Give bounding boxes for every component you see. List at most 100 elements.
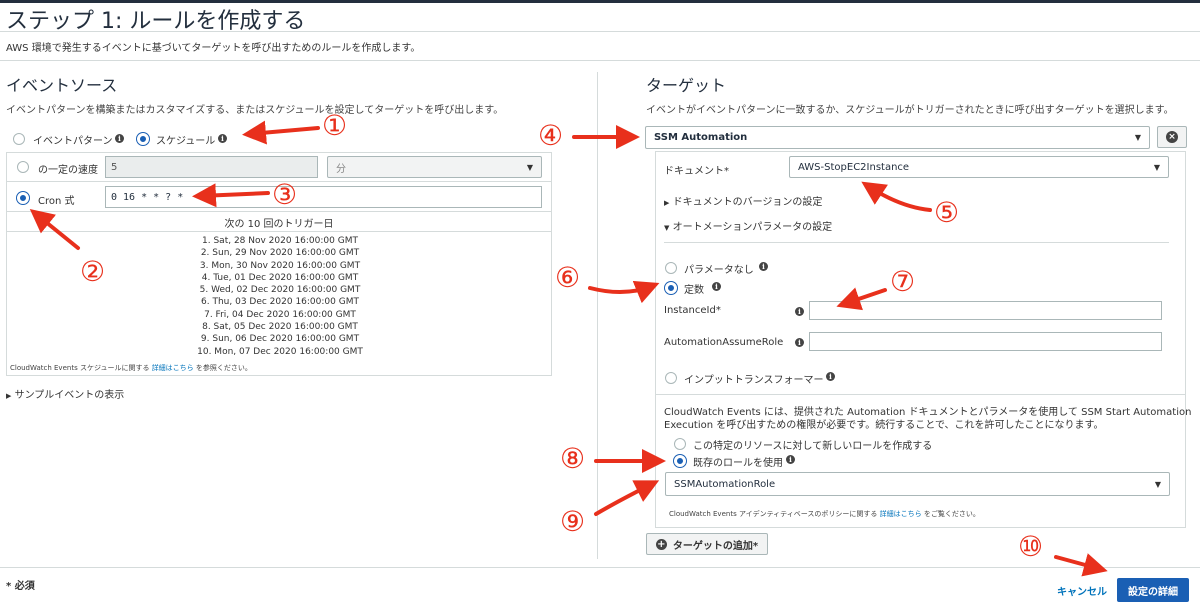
- annotation-number: ⑥: [555, 261, 581, 294]
- trigger-date: 3. Mon, 30 Nov 2020 16:00:00 GMT: [199, 260, 361, 271]
- trigger-date: 7. Fri, 04 Dec 2020 16:00:00 GMT: [204, 309, 356, 320]
- permission-text-line2: Execution を呼び出すための権限が必要です。続行することで、これを許可し…: [664, 420, 1104, 431]
- annotation-arrow: [588, 280, 660, 304]
- description-divider: [0, 60, 1200, 61]
- footer-divider: [0, 567, 1200, 568]
- event-pattern-radio[interactable]: [13, 133, 25, 145]
- learn-more-link[interactable]: 詳細はこちら: [151, 364, 194, 372]
- sample-events-label: サンプルイベントの表示: [14, 390, 125, 401]
- learn-more-link[interactable]: 詳細はこちら: [879, 510, 922, 518]
- fixed-rate-unit-value: 分: [336, 163, 346, 175]
- info-icon[interactable]: i: [115, 134, 124, 143]
- add-target-button[interactable]: + ターゲットの追加*: [646, 533, 768, 555]
- create-role-radio[interactable]: [674, 438, 686, 450]
- next-triggers-list: 1. Sat, 28 Nov 2020 16:00:00 GMT 2. Sun,…: [10, 235, 550, 358]
- existing-role-label: 既存のロールを使用: [693, 458, 783, 469]
- target-type-value: SSM Automation: [654, 132, 748, 143]
- annotation-number: ③: [272, 178, 298, 211]
- schedule-radio[interactable]: [137, 133, 149, 145]
- fixed-rate-input[interactable]: 5: [105, 156, 318, 178]
- assume-role-input[interactable]: [809, 332, 1162, 351]
- fixed-rate-unit-select[interactable]: 分 ▼: [327, 156, 542, 178]
- info-icon[interactable]: i: [795, 307, 804, 316]
- cancel-button[interactable]: キャンセル: [1057, 586, 1107, 598]
- schedule-divider: [7, 181, 551, 182]
- page-title: ステップ 1: ルールを作成する: [6, 9, 306, 34]
- existing-role-radio[interactable]: [674, 455, 686, 467]
- title-divider: [0, 31, 1200, 32]
- instance-id-label: InstanceId*: [664, 305, 721, 316]
- cron-label: Cron 式: [38, 196, 75, 207]
- configure-details-button[interactable]: 設定の詳細: [1117, 578, 1189, 602]
- create-role-label: この特定のリソースに対して新しいロールを作成する: [693, 441, 933, 452]
- next-triggers-heading: 次の 10 回のトリガー日: [224, 219, 334, 230]
- trigger-date: 1. Sat, 28 Nov 2020 16:00:00 GMT: [202, 236, 358, 246]
- remove-target-button[interactable]: ×: [1157, 126, 1187, 148]
- trigger-date: 8. Sat, 05 Dec 2020 16:00:00 GMT: [202, 322, 358, 333]
- plus-icon: +: [655, 538, 667, 550]
- event-source-description: イベントパターンを構築またはカスタマイズする、またはスケジュールを設定してターゲ…: [6, 105, 504, 116]
- input-transformer-radio[interactable]: [665, 372, 677, 384]
- annotation-number: ②: [80, 255, 106, 288]
- top-bar: [0, 0, 1200, 3]
- trigger-date: 9. Sun, 06 Dec 2020 16:00:00 GMT: [200, 334, 360, 345]
- caret-right-icon: ▶: [664, 199, 670, 207]
- trigger-date: 6. Thu, 03 Dec 2020 16:00:00 GMT: [201, 297, 359, 308]
- fixed-rate-radio[interactable]: [17, 161, 29, 173]
- assume-role-label: AutomationAssumeRole: [664, 337, 784, 348]
- triggers-divider: [7, 231, 551, 232]
- target-type-select[interactable]: SSM Automation ▼: [645, 126, 1150, 149]
- column-divider: [597, 72, 598, 559]
- document-value: AWS-StopEC2Instance: [798, 161, 910, 173]
- no-params-radio[interactable]: [665, 262, 677, 274]
- annotation-number: ⑧: [560, 442, 586, 475]
- cron-divider: [7, 211, 551, 212]
- trigger-date: 10. Mon, 07 Dec 2020 16:00:00 GMT: [197, 346, 363, 357]
- annotation-number: ⑨: [560, 505, 586, 538]
- chevron-down-icon: ▼: [1154, 479, 1161, 489]
- params-divider: [664, 242, 1169, 243]
- permission-text-line1: CloudWatch Events には、提供された Automation ドキ…: [664, 407, 1192, 418]
- document-label: ドキュメント*: [664, 166, 729, 177]
- chevron-down-icon: ▼: [1134, 133, 1141, 142]
- caret-right-icon: ▶: [6, 392, 12, 400]
- annotation-arrow: [242, 120, 320, 145]
- info-icon[interactable]: i: [218, 134, 227, 143]
- constant-radio[interactable]: [665, 282, 677, 294]
- input-transformer-label: インプットトランスフォーマー: [684, 375, 824, 386]
- annotation-number: ④: [538, 119, 564, 152]
- trigger-date: 5. Wed, 02 Dec 2020 16:00:00 GMT: [199, 285, 361, 296]
- annotation-arrow: [594, 480, 660, 516]
- info-icon[interactable]: i: [826, 372, 835, 381]
- chevron-down-icon: ▼: [526, 162, 533, 172]
- target-heading: ターゲット: [646, 76, 727, 95]
- schedule-panel: [6, 152, 552, 376]
- doc-version-label: ドキュメントのバージョンの設定: [672, 197, 823, 208]
- info-icon[interactable]: i: [795, 338, 804, 347]
- footnote-text: をご覧ください。: [923, 510, 980, 518]
- cron-radio[interactable]: [17, 192, 29, 204]
- annotation-number: ⑤: [934, 196, 960, 229]
- info-icon[interactable]: i: [759, 262, 768, 271]
- event-source-heading: イベントソース: [6, 76, 118, 95]
- event-pattern-label: イベントパターン: [33, 136, 113, 147]
- cron-expression-input[interactable]: 0 16 * * ? *: [105, 186, 542, 208]
- automation-params-toggle[interactable]: ▼ オートメーションパラメータの設定: [664, 218, 832, 233]
- schedule-footnote: CloudWatch Events スケジュールに関する 詳細はこちら を参照く…: [10, 363, 252, 373]
- annotation-number: ①: [322, 109, 348, 142]
- target-description: イベントがイベントパターンに一致するか、スケジュールがトリガーされたときに呼び出…: [646, 105, 1174, 116]
- footnote-text: を参照ください。: [195, 364, 252, 372]
- info-icon[interactable]: i: [786, 455, 795, 464]
- annotation-number: ⑩: [1018, 530, 1044, 563]
- footnote-text: CloudWatch Events スケジュールに関する: [10, 364, 150, 372]
- permissions-divider: [656, 394, 1185, 395]
- info-icon[interactable]: i: [712, 282, 721, 291]
- doc-version-toggle[interactable]: ▶ ドキュメントのバージョンの設定: [664, 193, 822, 208]
- footnote-text: CloudWatch Events アイデンティティベースのポリシーに関する: [669, 510, 878, 518]
- constant-label: 定数: [684, 285, 704, 296]
- role-footnote: CloudWatch Events アイデンティティベースのポリシーに関する 詳…: [669, 509, 980, 519]
- existing-role-select[interactable]: SSMAutomationRole ▼: [665, 472, 1170, 496]
- document-select[interactable]: AWS-StopEC2Instance ▼: [789, 156, 1169, 178]
- sample-events-toggle[interactable]: ▶ サンプルイベントの表示: [6, 386, 124, 401]
- instance-id-input[interactable]: [809, 301, 1162, 320]
